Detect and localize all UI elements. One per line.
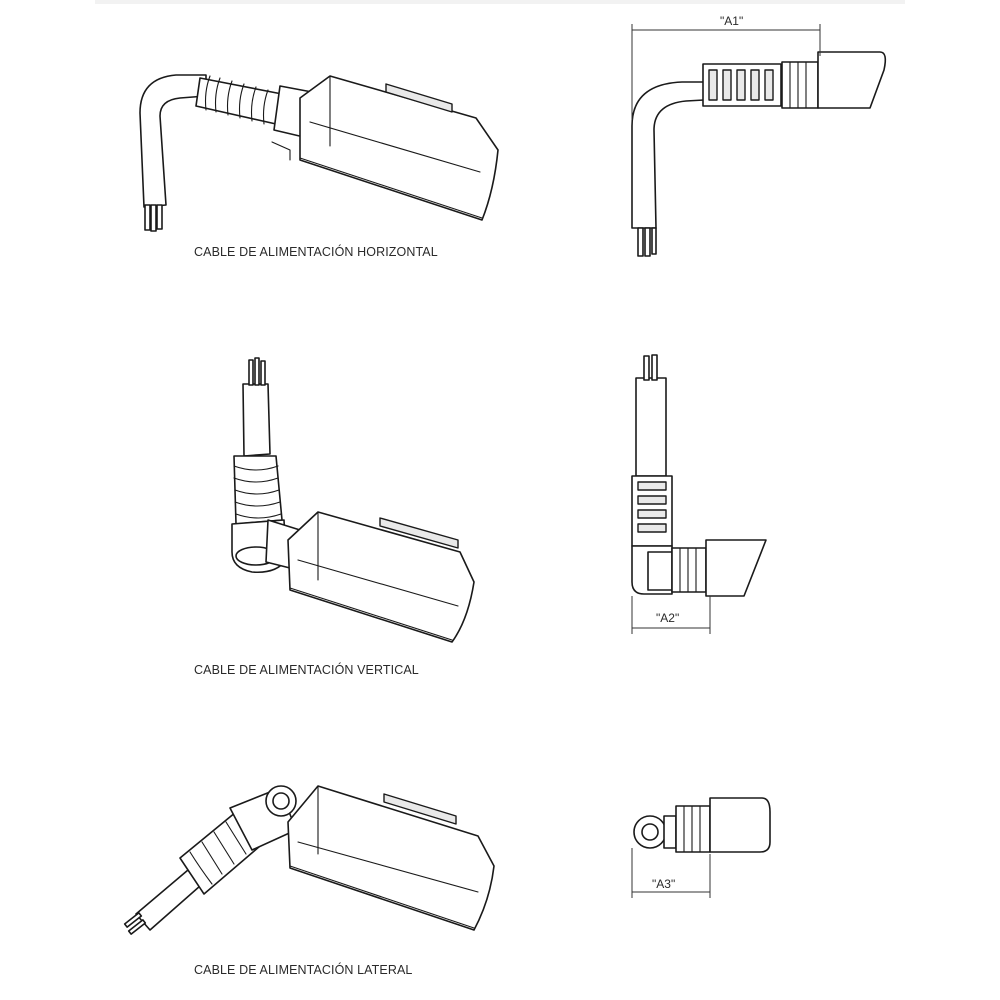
horizontal-connector-perspective: [139, 74, 499, 232]
caption-horizontal: CABLE DE ALIMENTACIÓN HORIZONTAL: [194, 244, 438, 259]
dimension-a3-label: "A3": [652, 877, 675, 891]
vertical-connector-perspective: [231, 357, 475, 643]
caption-vertical: CABLE DE ALIMENTACIÓN VERTICAL: [194, 662, 419, 677]
lateral-track-housing: [287, 785, 495, 931]
dimension-a2: "A2": [631, 596, 711, 634]
caption-lateral: CABLE DE ALIMENTACIÓN LATERAL: [194, 962, 412, 977]
vertical-connector-side: [631, 354, 767, 597]
horizontal-strain-relief: [195, 75, 283, 125]
lateral-cable: [135, 869, 201, 931]
horizontal-cable: [139, 74, 207, 208]
dimension-a1: "A1": [631, 14, 821, 120]
horizontal-wire-tips: [144, 204, 163, 232]
lateral-connector-side: [633, 797, 771, 853]
dimension-a2-label: "A2": [656, 611, 679, 625]
dimension-a3: "A3": [631, 848, 711, 898]
vertical-cable: [242, 383, 271, 457]
horizontal-connector-side: [631, 51, 887, 257]
horizontal-track-housing: [271, 75, 499, 221]
lateral-connector-perspective: [123, 785, 495, 935]
vertical-track-housing: [287, 511, 475, 643]
dimension-a1-label: "A1": [720, 14, 743, 28]
vertical-strain-relief: [233, 455, 283, 525]
top-border: [95, 0, 905, 4]
